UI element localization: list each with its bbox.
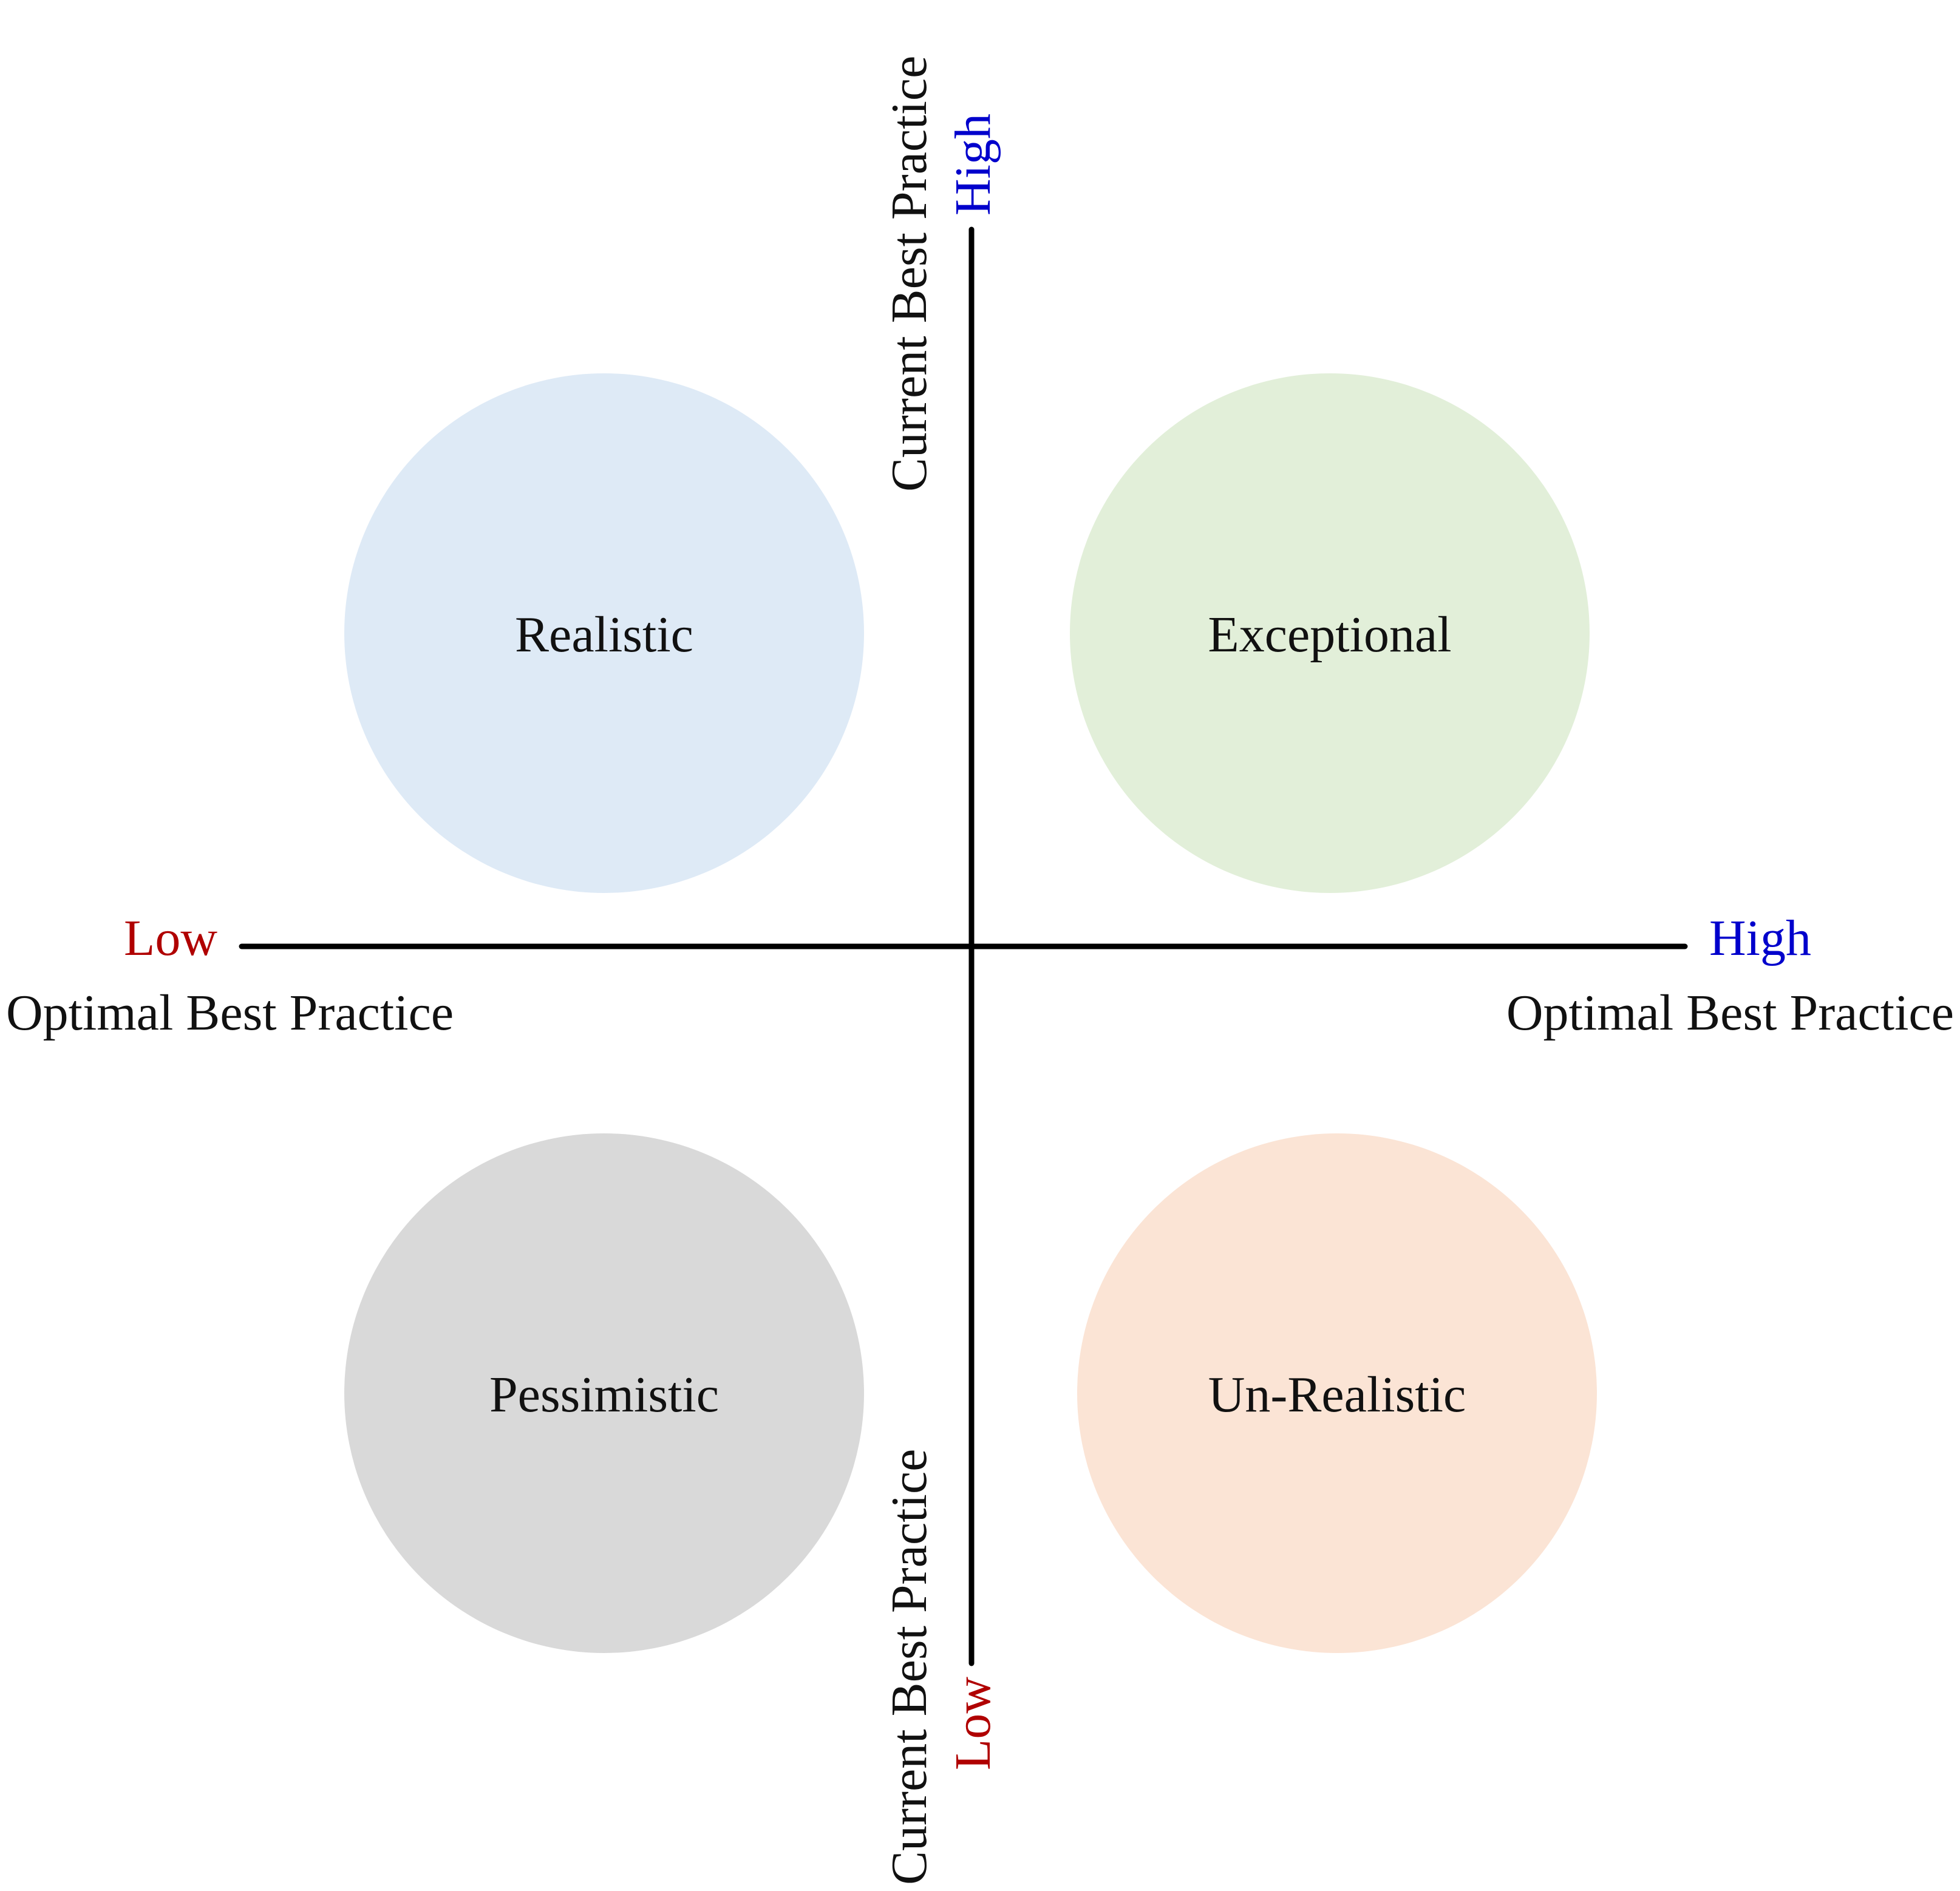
- circle-realistic: [344, 373, 864, 893]
- quadrant-label-exceptional: Exceptional: [1208, 606, 1451, 663]
- vertical-axis-name-bottom: Current Best Practice: [881, 1449, 937, 1885]
- horizontal-axis-name-left: Optimal Best Practice: [6, 985, 454, 1041]
- vertical-axis-high-label: High: [945, 114, 1001, 216]
- circle-pessimistic: [344, 1133, 864, 1653]
- quadrant-label-un-realistic: Un-Realistic: [1208, 1366, 1466, 1423]
- horizontal-axis-name-right: Optimal Best Practice: [1506, 985, 1954, 1041]
- circle-exceptional: [1070, 373, 1590, 893]
- horizontal-axis-low-label: Low: [124, 910, 217, 966]
- vertical-axis-name-top: Current Best Practice: [881, 56, 937, 492]
- vertical-axis-low-label: Low: [945, 1677, 1001, 1770]
- quadrant-label-pessimistic: Pessimistic: [489, 1366, 719, 1423]
- quadrant-label-realistic: Realistic: [515, 606, 693, 663]
- circle-un-realistic: [1077, 1133, 1597, 1653]
- horizontal-axis-high-label: High: [1709, 910, 1811, 966]
